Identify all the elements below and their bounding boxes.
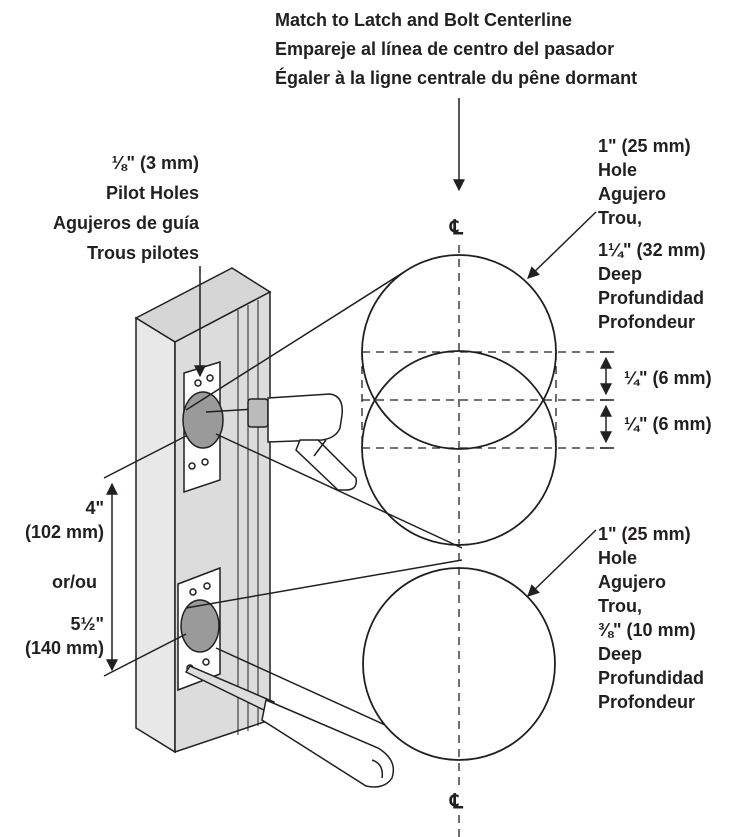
chisel-icon	[184, 665, 395, 788]
upper-hole-label: 1" (25 mm) Hole Agujero Trou, 1¼" (32 mm…	[598, 134, 706, 334]
spacing-102mm: (102 mm)	[24, 522, 104, 542]
upper-hole-en: Hole	[598, 160, 638, 180]
upper-bore	[182, 391, 224, 449]
lower-hole-label: 1" (25 mm) Hole Agujero Trou, ⅜" (10 mm)…	[598, 522, 704, 714]
centerline-symbol-bottom: ℄	[450, 791, 463, 813]
spacing-dimension	[103, 435, 187, 677]
pilot-holes-label: ⅛" (3 mm) Pilot Holes Agujeros de guía T…	[53, 148, 199, 268]
pilot-holes-es: Agujeros de guía	[52, 213, 199, 233]
lower-hole-fr: Trou,	[598, 596, 642, 616]
lower-hole-deep-en: Deep	[598, 644, 643, 664]
lower-hole-leader	[527, 529, 597, 597]
pilot-hole	[194, 379, 202, 387]
offset-upper-label: ¼" (6 mm)	[624, 368, 712, 388]
spacing-or-label: or/ou	[52, 572, 97, 592]
centerlines	[361, 245, 612, 837]
lower-hole-depth: ⅜" (10 mm)	[598, 620, 696, 640]
upper-hole-leader	[527, 211, 597, 279]
centerline-note-en: Match to Latch and Bolt Centerline	[275, 10, 573, 30]
pilot-holes-fr: Trous pilotes	[86, 243, 199, 263]
spacing-5half-in: 5½"	[70, 614, 104, 634]
lower-bore	[180, 599, 220, 653]
lower-hole-en: Hole	[598, 548, 638, 568]
upper-hole-deep-es: Profundidad	[598, 288, 704, 308]
upper-hole-fr: Trou,	[598, 208, 642, 228]
pilot-hole	[202, 658, 210, 666]
offset-dimension	[600, 351, 614, 449]
offset-lower-label: ¼" (6 mm)	[624, 414, 712, 434]
drill-icon	[205, 393, 358, 491]
spacing-4in: 4"	[85, 498, 104, 518]
centerline-note-fr: Égaler à la ligne centrale du pêne dorma…	[275, 68, 638, 88]
upper-mortise	[182, 360, 224, 494]
pilot-hole	[188, 462, 196, 470]
upper-hole-deep-en: Deep	[598, 264, 643, 284]
pilot-hole	[201, 458, 209, 466]
spacing-bottom-label: 5½" (140 mm)	[25, 612, 104, 660]
upper-hole-deep-fr: Profondeur	[598, 312, 695, 332]
upper-hole-size: 1" (25 mm)	[598, 136, 691, 156]
lower-hole-es: Agujero	[598, 572, 667, 592]
upper-hole-depth: 1¼" (32 mm)	[598, 240, 706, 260]
lower-mortise	[177, 566, 221, 692]
door-front-face	[135, 316, 176, 754]
pilot-hole	[203, 582, 211, 590]
pilot-hole	[189, 588, 197, 596]
centerline-note-es: Empareje al línea de centro del pasador	[275, 39, 615, 59]
centerline-symbol-top: ℄	[450, 217, 463, 239]
pilot-holes-size: ⅛" (3 mm)	[111, 153, 199, 173]
pilot-holes-en: Pilot Holes	[105, 183, 199, 203]
pilot-hole	[206, 374, 214, 382]
spacing-140mm: (140 mm)	[24, 638, 104, 658]
lower-hole-size: 1" (25 mm)	[598, 524, 691, 544]
spacing-top-label: 4" (102 mm)	[25, 496, 104, 544]
lower-hole-deep-fr: Profondeur	[598, 692, 695, 712]
centerline-note: Match to Latch and Bolt Centerline Empar…	[275, 8, 637, 90]
lower-hole-deep-es: Profundidad	[598, 668, 704, 688]
upper-hole-es: Agujero	[598, 184, 667, 204]
